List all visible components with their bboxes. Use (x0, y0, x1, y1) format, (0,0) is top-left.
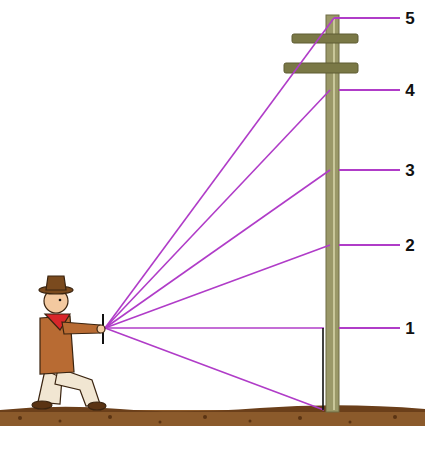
callout-number: 1 (404, 320, 415, 337)
sight-lines (105, 18, 334, 410)
height-mark (322, 328, 324, 410)
callout-number: 5 (404, 10, 415, 27)
ground (0, 410, 425, 426)
surveyor-figure (32, 276, 106, 410)
crossarm (292, 34, 358, 43)
leader-lines (334, 18, 400, 328)
callout-number: 3 (404, 162, 415, 179)
callout-number: 2 (404, 237, 415, 254)
pole (326, 15, 339, 412)
callout-number: 4 (404, 82, 415, 99)
